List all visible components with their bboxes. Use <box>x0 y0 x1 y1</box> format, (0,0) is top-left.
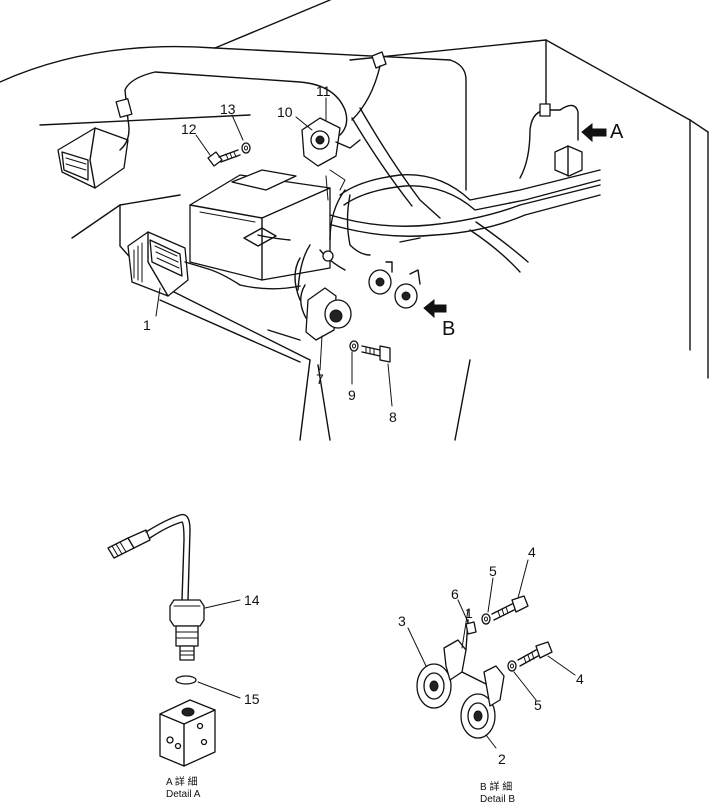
bolt-4a <box>491 595 529 621</box>
callout-b-3: 3 <box>398 613 406 629</box>
callout-b-5a: 5 <box>489 563 497 579</box>
callout-b-2: 2 <box>498 751 506 767</box>
washer-9 <box>349 340 359 352</box>
wiring-harness <box>239 103 601 301</box>
callout-13: 13 <box>220 101 236 117</box>
mounting-block <box>159 699 216 767</box>
washer-5a <box>481 613 491 625</box>
connector-11 <box>351 51 387 121</box>
washer-13 <box>241 142 251 154</box>
view-b-label: B <box>442 318 455 340</box>
leader-lines <box>155 97 393 407</box>
work-lamp-top <box>57 71 346 189</box>
switch-bracket-10 <box>301 109 361 167</box>
buzzer-7 <box>300 284 352 341</box>
bolt-12 <box>207 149 241 167</box>
view-arrow-a: A <box>581 121 624 143</box>
bolt-6 <box>465 621 477 635</box>
callout-9: 9 <box>348 387 356 403</box>
detail-b: 6 1 5 4 3 2 5 4 B 詳 細 Detail B <box>398 544 584 805</box>
o-ring-15 <box>175 675 197 685</box>
bracket-1 <box>443 619 505 707</box>
callout-b-6: 6 <box>451 586 459 602</box>
callout-1: 1 <box>143 317 151 333</box>
machine-body-outline <box>0 0 709 441</box>
detail-a-caption-jp: A 詳 細 <box>166 775 198 788</box>
callout-11: 11 <box>316 83 331 99</box>
battery-box <box>189 169 331 281</box>
washer-5b <box>507 660 517 672</box>
head-lamp-left <box>127 231 241 297</box>
callout-b-4a: 4 <box>528 544 536 560</box>
callout-b-1: 1 <box>465 605 473 621</box>
horn-3 <box>416 663 452 709</box>
view-arrow-b: B <box>423 298 455 340</box>
view-a-label: A <box>610 121 624 143</box>
callout-14: 14 <box>244 592 260 608</box>
detail-a-caption-en: Detail A <box>166 789 201 800</box>
pressure-switch-14 <box>169 599 205 661</box>
callout-8: 8 <box>389 409 397 425</box>
callout-b-4b: 4 <box>576 671 584 687</box>
callout-15: 15 <box>244 691 260 707</box>
bolt-4b <box>517 641 553 667</box>
pressure-switch-location-a <box>554 145 583 177</box>
callout-10: 10 <box>277 104 293 120</box>
detail-a: 14 15 A 詳 細 Detail A <box>107 513 260 800</box>
horn-2 <box>460 693 496 739</box>
callout-12: 12 <box>181 121 197 137</box>
horn-assembly-location-b <box>368 261 421 309</box>
callout-b-5b: 5 <box>534 697 542 713</box>
main-callouts: 1 7 9 8 10 11 12 13 <box>143 83 397 425</box>
detail-b-caption-jp: B 詳 細 <box>480 780 512 793</box>
bolt-8 <box>361 345 391 363</box>
callout-7: 7 <box>316 371 324 387</box>
detail-b-caption-en: Detail B <box>480 794 515 805</box>
connector-plug <box>107 513 191 601</box>
